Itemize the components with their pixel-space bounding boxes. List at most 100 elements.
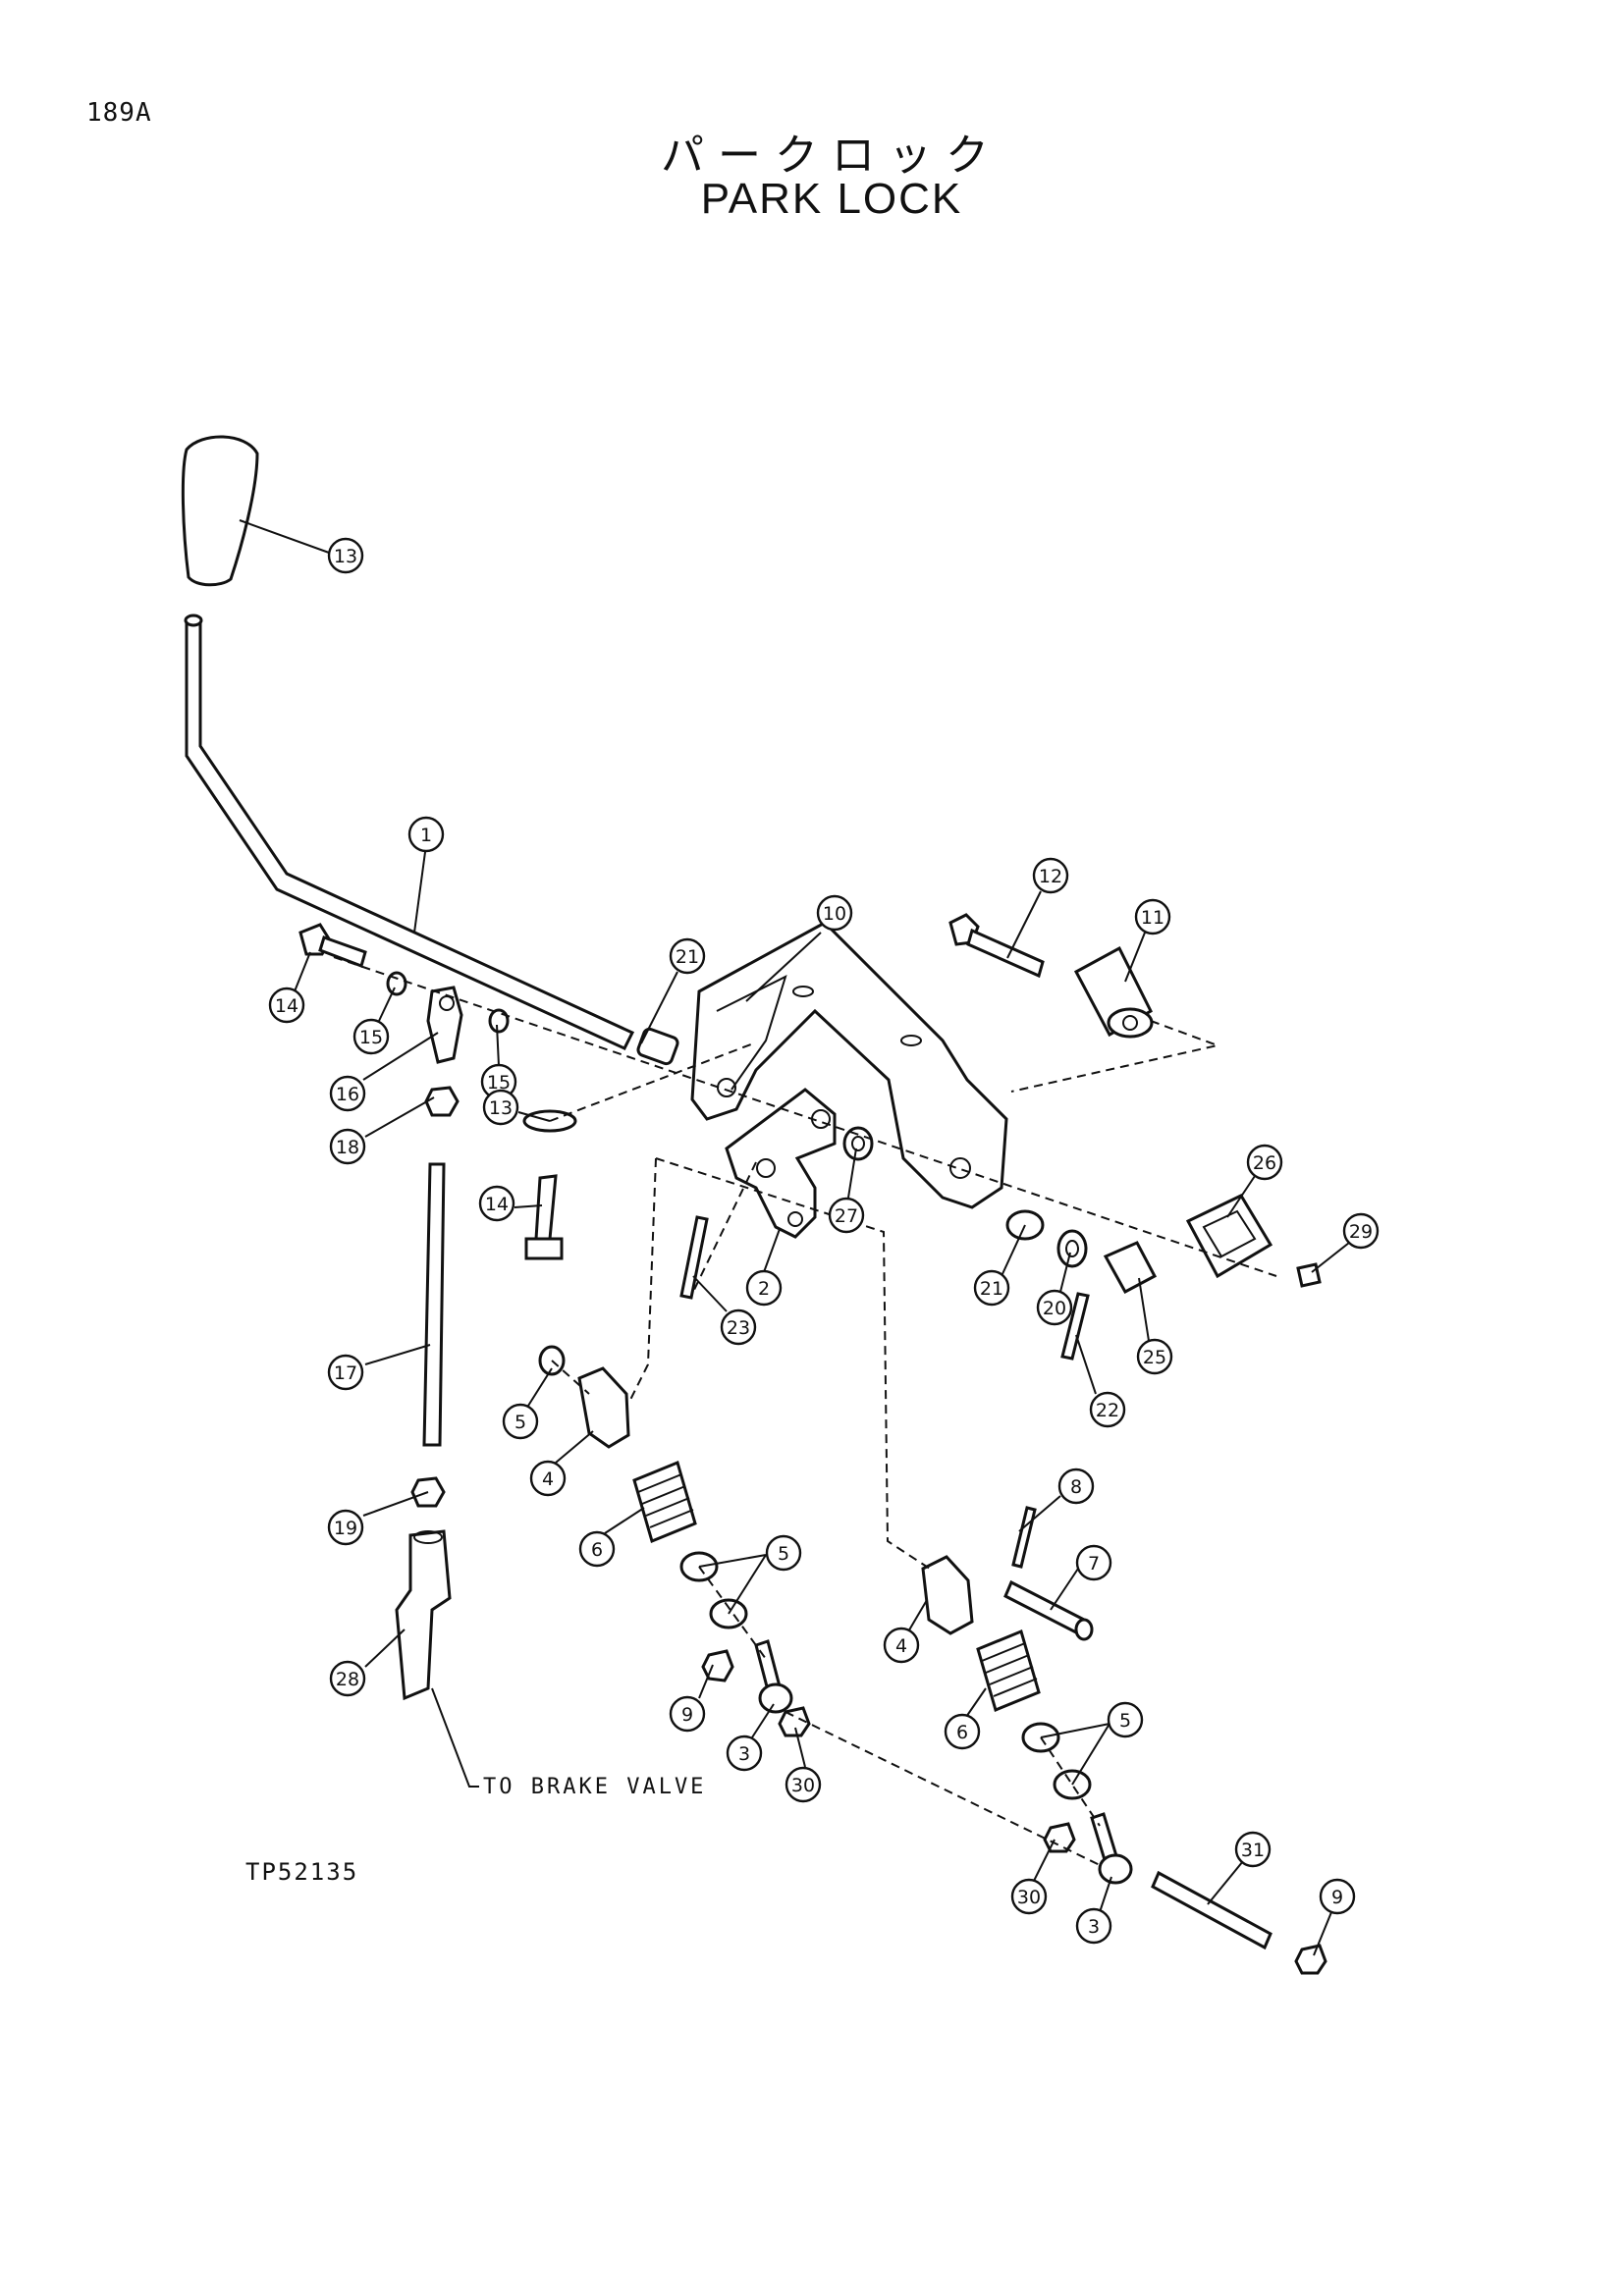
svg-text:3: 3 xyxy=(738,1743,750,1765)
callout-27: 27 xyxy=(828,1197,865,1234)
svg-text:6: 6 xyxy=(956,1722,968,1743)
svg-text:20: 20 xyxy=(1043,1298,1066,1319)
part-12-bolt xyxy=(948,913,1045,979)
callout-9-center: 9 xyxy=(669,1695,706,1733)
part-14-bolt-upper xyxy=(298,923,367,968)
svg-text:5: 5 xyxy=(514,1412,526,1433)
callout-4-right: 4 xyxy=(883,1627,920,1664)
callout-21-lower: 21 xyxy=(973,1269,1010,1307)
part-15-washers xyxy=(386,971,510,1034)
to-brake-valve-note: TO BRAKE VALVE xyxy=(483,1775,707,1799)
svg-text:4: 4 xyxy=(542,1468,554,1490)
svg-text:11: 11 xyxy=(1141,907,1164,929)
part-23-pin xyxy=(679,1215,709,1300)
callout-6-right: 6 xyxy=(944,1713,981,1750)
callout-26: 26 xyxy=(1246,1144,1283,1181)
callout-22: 22 xyxy=(1089,1391,1126,1428)
svg-text:15: 15 xyxy=(487,1072,511,1094)
part-16-clevis xyxy=(426,986,463,1064)
assembly-lines xyxy=(333,956,1277,1866)
svg-text:12: 12 xyxy=(1039,866,1062,887)
svg-text:10: 10 xyxy=(823,903,846,925)
part-20-washer xyxy=(1056,1229,1088,1268)
svg-text:7: 7 xyxy=(1088,1553,1100,1575)
callout-14-upper: 14 xyxy=(268,987,305,1024)
drawing-number: TP52135 xyxy=(245,1858,359,1886)
callout-31: 31 xyxy=(1234,1831,1272,1868)
svg-text:9: 9 xyxy=(681,1704,693,1726)
callout-4-left: 4 xyxy=(529,1460,567,1497)
callout-1: 1 xyxy=(407,816,445,853)
svg-text:25: 25 xyxy=(1143,1347,1166,1368)
part-1-lever-rod xyxy=(184,614,635,1050)
svg-text:30: 30 xyxy=(791,1775,815,1796)
svg-text:5: 5 xyxy=(1119,1710,1131,1732)
svg-text:26: 26 xyxy=(1253,1152,1276,1174)
svg-text:3: 3 xyxy=(1088,1916,1100,1938)
title-japanese: パークロック xyxy=(661,131,1002,181)
callout-15-right: 15 xyxy=(480,1063,517,1100)
callout-14-lower: 14 xyxy=(478,1185,515,1222)
part-30-nut-right xyxy=(1043,1822,1076,1853)
part-6-spring-left xyxy=(632,1460,697,1544)
part-14-bolt-lower xyxy=(524,1174,564,1260)
svg-text:22: 22 xyxy=(1096,1400,1119,1421)
svg-text:19: 19 xyxy=(334,1518,357,1539)
svg-text:27: 27 xyxy=(835,1205,858,1227)
callout-2: 2 xyxy=(745,1269,783,1307)
svg-text:6: 6 xyxy=(591,1539,603,1561)
callout-19: 19 xyxy=(327,1509,364,1546)
callout-24: 13 xyxy=(327,537,364,574)
callout-5-right: 5 xyxy=(1107,1701,1144,1738)
callout-11: 11 xyxy=(1134,898,1171,935)
callout-21-upper: 21 xyxy=(669,937,706,975)
callout-3-center: 3 xyxy=(726,1735,763,1772)
part-4-yoke-right xyxy=(921,1555,974,1635)
part-30-nut-center xyxy=(778,1706,811,1737)
svg-text:21: 21 xyxy=(676,946,699,968)
page-number: 189A xyxy=(86,98,152,128)
callout-30-right: 30 xyxy=(1010,1878,1048,1915)
svg-text:5: 5 xyxy=(778,1543,789,1565)
callout-25: 25 xyxy=(1136,1338,1173,1375)
callout-17: 17 xyxy=(327,1354,364,1391)
part-4-yoke-left xyxy=(577,1366,630,1449)
part-9-nut-right xyxy=(1294,1944,1327,1975)
callout-7: 7 xyxy=(1075,1544,1112,1581)
svg-text:28: 28 xyxy=(336,1669,359,1690)
part-22-pin xyxy=(1060,1292,1090,1361)
callout-5-center: 5 xyxy=(765,1534,802,1572)
svg-text:14: 14 xyxy=(275,995,298,1017)
part-17-rod xyxy=(422,1162,446,1447)
svg-text:4: 4 xyxy=(895,1635,907,1657)
callout-16: 16 xyxy=(329,1075,366,1112)
callout-5-left: 5 xyxy=(502,1403,539,1440)
svg-text:15: 15 xyxy=(359,1027,383,1048)
part-21-bushing-upper xyxy=(636,1027,679,1066)
callout-18: 18 xyxy=(329,1128,366,1165)
svg-text:13: 13 xyxy=(334,546,357,567)
svg-text:31: 31 xyxy=(1241,1840,1265,1861)
part-11-collar xyxy=(1073,945,1154,1039)
part-10-bracket xyxy=(690,921,1008,1209)
callout-23: 23 xyxy=(720,1308,757,1346)
leader-lines xyxy=(239,519,1350,1956)
callout-8: 8 xyxy=(1057,1468,1095,1505)
part-27-washer xyxy=(842,1126,874,1161)
callout-28: 28 xyxy=(329,1660,366,1697)
callout-15-left: 15 xyxy=(352,1018,390,1055)
part-24-knob xyxy=(181,435,259,587)
callout-13: 13 xyxy=(482,1089,519,1126)
callout-12: 12 xyxy=(1032,857,1069,894)
part-2-plate xyxy=(725,1088,837,1239)
callout-9-right: 9 xyxy=(1319,1878,1356,1915)
svg-text:14: 14 xyxy=(485,1194,509,1215)
svg-text:18: 18 xyxy=(336,1137,359,1158)
svg-text:29: 29 xyxy=(1349,1221,1373,1243)
callout-3-right: 3 xyxy=(1075,1907,1112,1945)
title-english: PARK LOCK xyxy=(700,175,963,223)
part-3-eye-right xyxy=(1090,1812,1133,1885)
callout-10: 10 xyxy=(816,894,853,932)
callout-6-left: 6 xyxy=(578,1530,616,1568)
